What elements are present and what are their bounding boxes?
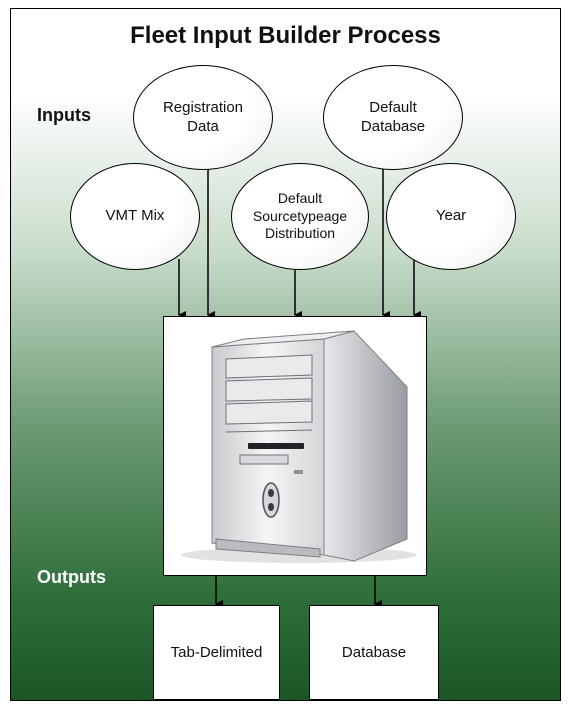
diagram-frame: Fleet Input Builder Process Inputs Outpu… [10,8,561,701]
diagram-title: Fleet Input Builder Process [130,22,441,49]
input-default-sourcetypeage-distribution: Default Sourcetypeage Distribution [231,163,369,270]
input-registration-data: Registration Data [133,65,273,170]
output-database: Database [309,605,439,700]
processor-box [163,316,427,576]
output-tab-delimited: Tab-Delimited [153,605,280,700]
inputs-label: Inputs [37,105,91,125]
input-vmt-mix: VMT Mix [70,163,200,270]
desktop-computer-tower-icon [181,330,417,563]
connector-arrows [178,169,421,608]
input-year: Year [386,163,516,270]
input-default-database: Default Database [323,65,463,170]
outputs-label: Outputs [37,567,106,587]
